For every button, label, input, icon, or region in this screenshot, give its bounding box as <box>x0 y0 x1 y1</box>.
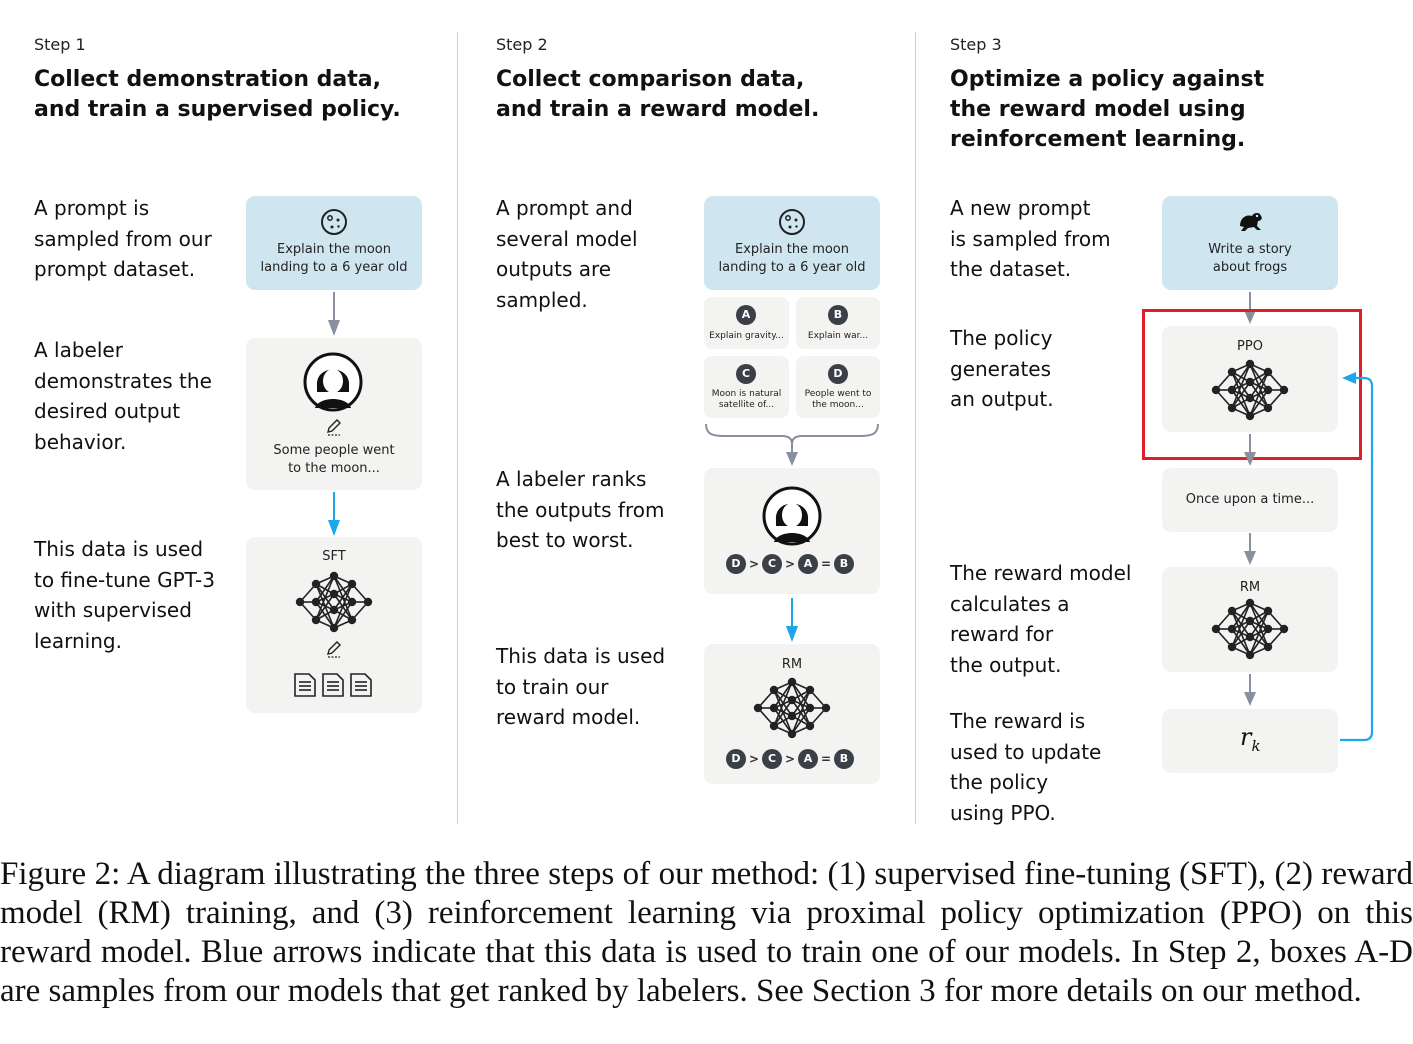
rank-b: B <box>834 554 854 574</box>
output-b-text: Explain war... <box>807 331 869 341</box>
rank-d: D <box>726 554 746 574</box>
step3-title: Optimize a policy against the reward mod… <box>950 67 1265 152</box>
arrow-labeler-to-sft <box>328 492 340 536</box>
rank-d: D <box>726 749 746 769</box>
column-divider-1 <box>457 32 458 824</box>
arrow-ranking-to-rm <box>786 598 798 642</box>
step1-desc-train: This data is used to fine-tune GPT-3 wit… <box>34 537 215 653</box>
rank-op-3: = <box>820 752 832 766</box>
step2-ranking-card: D > C > A = B <box>704 468 880 594</box>
step1-labeler-card: Some people went to the moon... <box>246 338 422 490</box>
step3-ppo-card: PPO <box>1162 326 1338 432</box>
neural-network-icon <box>1211 359 1289 421</box>
badge-b: B <box>828 305 848 325</box>
moon-icon <box>321 209 347 235</box>
step1-sft-label: SFT <box>322 549 346 564</box>
neural-network-icon <box>295 571 373 633</box>
pencil-icon <box>327 641 341 658</box>
rank-b: B <box>834 749 854 769</box>
step2-title: Collect comparison data, and train a rew… <box>496 67 820 122</box>
neural-network-icon <box>753 677 831 739</box>
arrow-prompt-to-labeler <box>328 292 340 336</box>
output-a-text: Explain gravity... <box>709 331 784 341</box>
step3-desc-reward-model: The reward model calculates a reward for… <box>950 561 1132 677</box>
step2-label: Step 2 <box>496 35 548 54</box>
arrow-ppo-to-output <box>1244 434 1256 466</box>
rm-ranking-row: D > C > A = B <box>726 748 854 770</box>
step3-output-text: Once upon a time... <box>1185 492 1315 507</box>
reward-r: r <box>1240 723 1252 751</box>
arrow-rm-to-reward <box>1244 674 1256 706</box>
step2-desc-rank: A labeler ranks the outputs from best to… <box>496 467 665 552</box>
rank-op-3: = <box>820 557 832 571</box>
step3-ppo-label: PPO <box>1237 339 1263 354</box>
step1-prompt-card: Explain the moon landing to a 6 year old <box>246 196 422 290</box>
pencil-icon <box>327 419 341 436</box>
step2-prompt-text: Explain the moon landing to a 6 year old <box>718 242 866 275</box>
output-card-b: B Explain war... <box>796 297 880 349</box>
step1-desc-demo: A labeler demonstrates the desired outpu… <box>34 338 212 454</box>
rank-a: A <box>798 749 818 769</box>
output-card-d: D People went to the moon... <box>796 356 880 418</box>
reward-k: k <box>1251 736 1261 755</box>
step1-title: Collect demonstration data, and train a … <box>34 67 401 122</box>
output-card-a: A Explain gravity... <box>704 297 789 349</box>
labeler-avatar-icon <box>762 486 822 546</box>
output-card-c: C Moon is natural satellite of... <box>704 356 789 418</box>
step3-rm-card: RM <box>1162 567 1338 672</box>
step2-rm-label: RM <box>781 657 803 672</box>
step2-desc-train: This data is used to train our reward mo… <box>496 644 666 729</box>
step3-desc-prompt: A new prompt is sampled from the dataset… <box>950 196 1111 281</box>
step1-desc-prompt: A prompt is sampled from our prompt data… <box>34 196 212 281</box>
badge-a: A <box>736 305 756 325</box>
step3-prompt-card: Write a story about frogs <box>1162 196 1338 290</box>
badge-c: C <box>736 364 756 384</box>
rank-op-2: > <box>784 557 796 571</box>
rank-op-1: > <box>748 557 760 571</box>
step3-rm-label: RM <box>1239 580 1261 595</box>
rank-c: C <box>762 554 782 574</box>
rank-op-1: > <box>748 752 760 766</box>
arrow-prompt-to-ppo <box>1244 292 1256 324</box>
arrow-output-to-rm <box>1244 533 1256 565</box>
feedback-loop-arrow <box>1340 372 1374 742</box>
reward-symbol: rk <box>1240 723 1261 755</box>
step3-output-card: Once upon a time... <box>1162 468 1338 532</box>
step3-desc-policy: The policy generates an output. <box>950 326 1054 411</box>
labeler-avatar-icon <box>303 352 363 412</box>
neural-network-icon <box>1211 598 1289 660</box>
brace-arrow <box>705 423 879 466</box>
step3-label: Step 3 <box>950 35 1002 54</box>
step3-prompt-text: Write a story about frogs <box>1208 242 1292 275</box>
step2-desc-sample: A prompt and several model outputs are s… <box>496 196 638 312</box>
output-c-text: Moon is natural satellite of... <box>711 389 782 410</box>
figure-caption: Figure 2: A diagram illustrating the thr… <box>0 856 1413 1009</box>
step2-rm-card: RM D > C > A = B <box>704 644 880 784</box>
documents-icon <box>294 673 372 697</box>
step1-prompt-text: Explain the moon landing to a 6 year old <box>260 242 408 275</box>
moon-icon <box>779 209 805 235</box>
ranking-row: D > C > A = B <box>726 553 854 575</box>
rank-a: A <box>798 554 818 574</box>
output-d-text: People went to the moon... <box>804 389 872 410</box>
step3-desc-update: The reward is used to update the policy … <box>950 709 1102 825</box>
rank-op-2: > <box>784 752 796 766</box>
step3-reward-card: rk <box>1162 709 1338 773</box>
step1-label: Step 1 <box>34 35 86 54</box>
step1-sft-card: SFT <box>246 537 422 713</box>
badge-d: D <box>828 364 848 384</box>
step1-demo-text: Some people went to the moon... <box>273 443 395 476</box>
step2-prompt-card: Explain the moon landing to a 6 year old <box>704 196 880 290</box>
rank-c: C <box>762 749 782 769</box>
frog-icon <box>1240 213 1262 231</box>
column-divider-2 <box>915 32 916 824</box>
